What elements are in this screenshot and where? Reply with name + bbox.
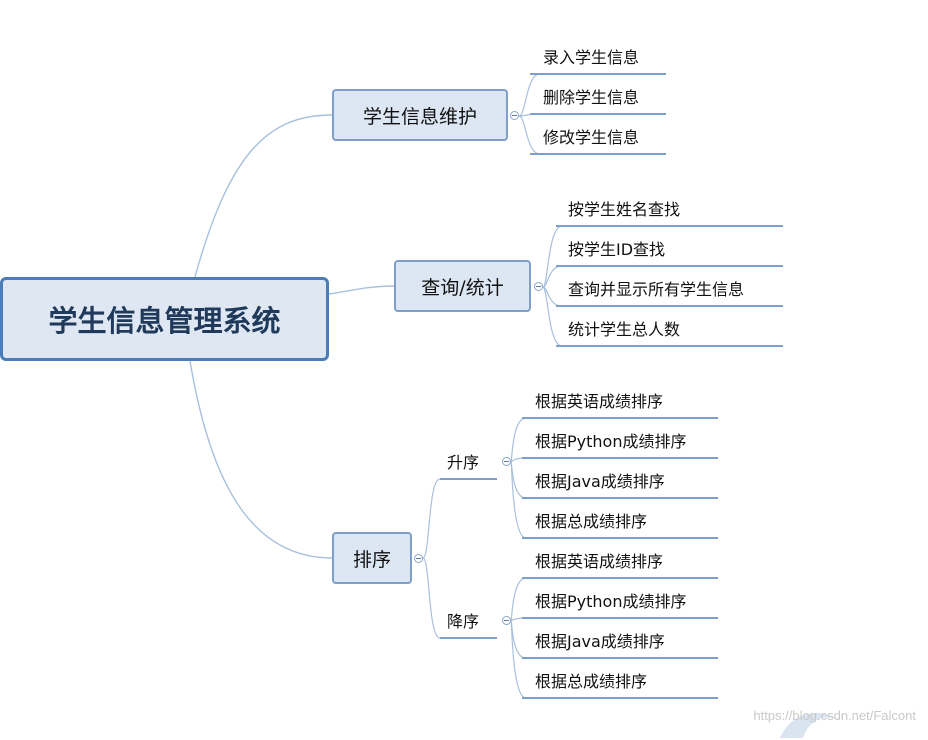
- collapse-icon[interactable]: [502, 457, 511, 466]
- connector-line: [542, 286, 563, 347]
- connector-line: [422, 557, 441, 639]
- branch-label: 查询/统计: [421, 276, 504, 299]
- connector-line: [422, 478, 441, 559]
- branch-label: 排序: [352, 548, 391, 571]
- leaf-item[interactable]: 统计学生总人数: [568, 320, 681, 339]
- leaf-item[interactable]: 查询并显示所有学生信息: [568, 280, 745, 299]
- connector-line: [518, 73, 541, 117]
- branch-sort[interactable]: 排序: [332, 532, 412, 584]
- collapse-icon[interactable]: [502, 616, 511, 625]
- connector-line: [510, 620, 527, 699]
- connector-line: [510, 417, 527, 463]
- leaf-item[interactable]: 根据Python成绩排序: [535, 432, 687, 451]
- collapse-icon[interactable]: [510, 111, 519, 120]
- collapse-icon[interactable]: [414, 554, 423, 563]
- subgroup-ascending[interactable]: 升序: [447, 453, 480, 472]
- watermark-text: https://blog.csdn.net/Falcont: [753, 708, 916, 723]
- root-label: 学生信息管理系统: [48, 304, 281, 338]
- leaf-item[interactable]: 根据Python成绩排序: [535, 592, 687, 611]
- branch-query-statistics[interactable]: 查询/统计: [394, 260, 531, 312]
- leaf-item[interactable]: 按学生ID查找: [568, 240, 666, 259]
- leaf-item[interactable]: 删除学生信息: [543, 88, 640, 107]
- connector-line: [510, 461, 527, 539]
- leaf-item[interactable]: 根据Java成绩排序: [535, 632, 665, 651]
- leaf-item[interactable]: 根据总成绩排序: [535, 672, 648, 691]
- watermark-logo-icon: [780, 712, 840, 738]
- leaf-item[interactable]: 按学生姓名查找: [568, 200, 681, 219]
- connector-line: [542, 225, 563, 288]
- leaf-item[interactable]: 根据英语成绩排序: [535, 552, 664, 571]
- connector-line: [518, 115, 541, 155]
- connector-line: [328, 285, 395, 295]
- leaf-item[interactable]: 根据总成绩排序: [535, 512, 648, 531]
- branch-student-maintenance[interactable]: 学生信息维护: [332, 89, 508, 141]
- leaf-item[interactable]: 录入学生信息: [543, 48, 640, 67]
- subgroup-descending[interactable]: 降序: [447, 612, 480, 631]
- connector-line: [194, 114, 333, 278]
- connector-line: [510, 577, 527, 622]
- leaf-item[interactable]: 修改学生信息: [543, 128, 640, 147]
- collapse-icon[interactable]: [534, 282, 543, 291]
- leaf-item[interactable]: 根据Java成绩排序: [535, 472, 665, 491]
- root-node[interactable]: 学生信息管理系统: [0, 277, 329, 361]
- branch-label: 学生信息维护: [362, 105, 477, 128]
- connector-line: [189, 360, 333, 559]
- leaf-item[interactable]: 根据英语成绩排序: [535, 392, 664, 411]
